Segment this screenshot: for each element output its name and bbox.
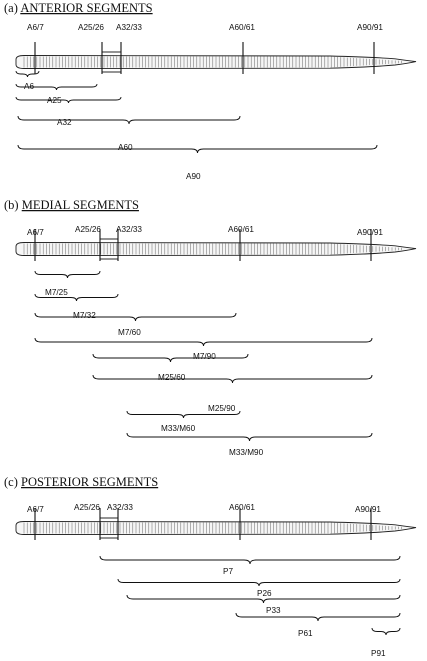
- curly-brace: [126, 594, 401, 604]
- range-label-m33-m60: M33/M60: [161, 424, 196, 433]
- worm-segment-rings: [23, 243, 402, 255]
- marker-label-a6-7: A6/7: [27, 505, 44, 514]
- marker-label-a25-26: A25/26: [78, 23, 104, 32]
- range-label-a60: A60: [118, 143, 133, 152]
- range-brace-a32: [15, 96, 122, 104]
- worm-posterior: [15, 508, 417, 540]
- curly-brace: [15, 83, 98, 91]
- worm-medial: [15, 229, 417, 261]
- curly-brace: [15, 96, 122, 104]
- range-brace-p33: [126, 594, 401, 604]
- worm-anterior: [15, 42, 417, 74]
- section-title-medial: (b) MEDIAL SEGMENTS: [4, 198, 139, 212]
- marker-label-a25-26: A25/26: [75, 225, 101, 234]
- worm-segment-rings: [23, 56, 402, 68]
- range-brace-m7-32: [34, 293, 119, 302]
- curly-brace: [371, 627, 401, 636]
- marker-label-a6-7: A6/7: [27, 23, 44, 32]
- range-brace-p61: [235, 612, 401, 622]
- section-title-posterior: (c) POSTERIOR SEGMENTS: [4, 475, 158, 489]
- curly-brace: [126, 432, 373, 442]
- curly-brace: [17, 115, 241, 125]
- range-brace-m33-m90: [126, 432, 373, 442]
- curly-brace: [34, 337, 373, 347]
- range-label-m7-90: M7/90: [193, 352, 216, 361]
- curly-brace: [34, 270, 101, 279]
- range-brace-m7-60: [34, 312, 237, 322]
- curly-brace: [34, 312, 237, 322]
- marker-label-a6-7: A6/7: [27, 228, 44, 237]
- range-label-m25-90: M25/90: [208, 404, 236, 413]
- segment-box: [99, 517, 119, 539]
- segment-box: [101, 51, 122, 73]
- marker-label-a60-61: A60/61: [229, 23, 255, 32]
- marker-label-a25-26: A25/26: [74, 503, 100, 512]
- curly-brace: [15, 70, 40, 78]
- marker-label-a32-33: A32/33: [107, 503, 133, 512]
- section-anterior: (a) ANTERIOR SEGMENTS A6/7 A25/26 A32/33…: [4, 1, 417, 181]
- range-label-a90: A90: [186, 172, 201, 181]
- range-brace-a6: [15, 70, 40, 78]
- range-brace-a90: [17, 144, 378, 154]
- marker-label-a32-33: A32/33: [116, 23, 142, 32]
- range-label-m7-32: M7/32: [73, 311, 96, 320]
- curly-brace: [126, 410, 241, 419]
- range-label-a32: A32: [57, 118, 72, 127]
- marker-label-a90-91: A90/91: [357, 23, 383, 32]
- marker-label-a90-91: A90/91: [355, 505, 381, 514]
- curly-brace: [99, 555, 401, 565]
- range-label-a6: A6: [24, 82, 34, 91]
- range-brace-m25-60: [92, 353, 249, 363]
- range-label-p61: P61: [298, 629, 313, 638]
- marker-label-a32-33: A32/33: [116, 225, 142, 234]
- marker-label-a90-91: A90/91: [357, 228, 383, 237]
- segment-box: [99, 238, 119, 260]
- marker-label-a60-61: A60/61: [229, 503, 255, 512]
- section-posterior: (c) POSTERIOR SEGMENTS A6/7 A25/26 A32/3…: [4, 475, 417, 658]
- range-label-p33: P33: [266, 606, 281, 615]
- range-brace-p7: [99, 555, 401, 565]
- range-label-m33-m90: M33/M90: [229, 448, 264, 457]
- curly-brace: [34, 293, 119, 302]
- range-brace-p26: [117, 578, 401, 587]
- section-title-anterior: (a) ANTERIOR SEGMENTS: [4, 1, 153, 15]
- range-label-m7-25: M7/25: [45, 288, 68, 297]
- range-label-p26: P26: [257, 589, 272, 598]
- curly-brace: [92, 374, 373, 384]
- range-brace-p91: [371, 627, 401, 636]
- marker-label-a60-61: A60/61: [228, 225, 254, 234]
- range-label-m25-60: M25/60: [158, 373, 186, 382]
- range-label-p7: P7: [223, 567, 233, 576]
- range-brace-m7-90: [34, 337, 373, 347]
- curly-brace: [92, 353, 249, 363]
- range-brace-m33-m60: [126, 410, 241, 419]
- section-medial: (b) MEDIAL SEGMENTS A6/7 A25/26 A32/33 A…: [4, 198, 417, 457]
- range-brace-a60: [17, 115, 241, 125]
- curly-brace: [117, 578, 401, 587]
- range-label-p91: P91: [371, 649, 386, 658]
- range-brace-m25-90: [92, 374, 373, 384]
- range-brace-m7-25: [34, 270, 101, 279]
- range-label-m7-60: M7/60: [118, 328, 141, 337]
- range-label-a25: A25: [47, 96, 62, 105]
- range-brace-a25: [15, 83, 98, 91]
- curly-brace: [17, 144, 378, 154]
- worm-segment-rings: [23, 522, 402, 534]
- curly-brace: [235, 612, 401, 622]
